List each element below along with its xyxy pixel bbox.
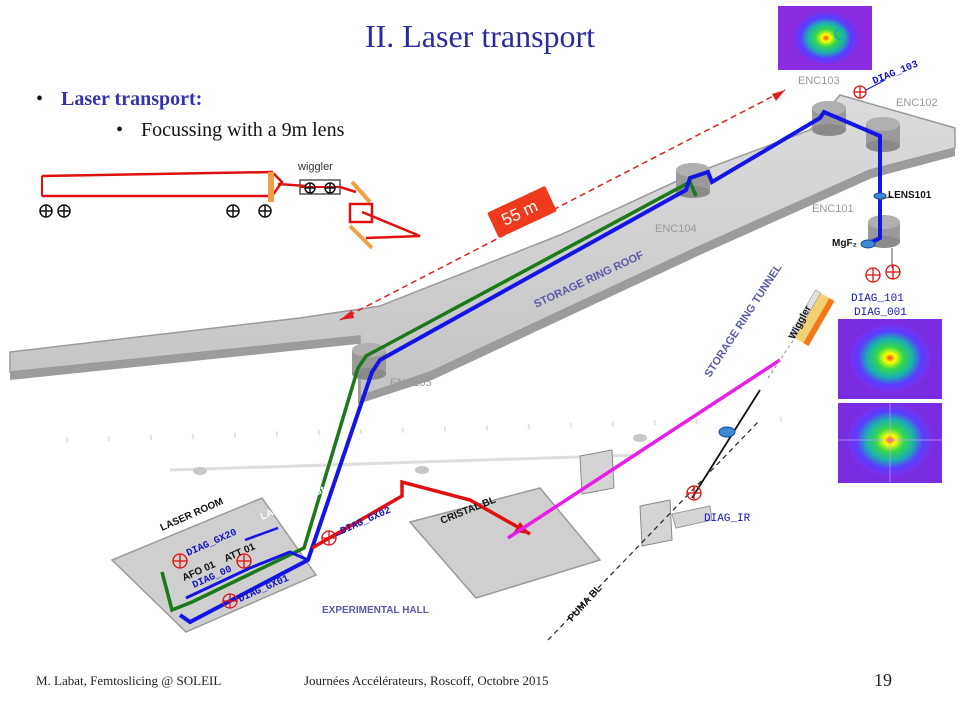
diag-001-label: DIAG_001 [854, 307, 907, 319]
experimental-hall-label: EXPERIMENTAL HALL [322, 605, 429, 616]
distance-arrow [339, 89, 786, 321]
beam-profile-diag-001-b [838, 403, 942, 483]
storage-ring-tunnel-label: STORAGE RING TUNNEL [702, 262, 784, 380]
diag-gx02-label: DIAG_GX02 [339, 506, 393, 538]
mgf2-window [860, 239, 876, 249]
shield-panel [579, 449, 615, 495]
blue-output-line [244, 526, 279, 542]
bullet-laser-transport: • Laser transport: [36, 88, 202, 111]
diag-001-marker [885, 264, 901, 280]
enc105-column [352, 343, 386, 380]
tunnel-marker [415, 466, 429, 474]
bullet-dot: • [36, 88, 44, 110]
diag-ir-platform [671, 505, 713, 529]
enc103-column [812, 101, 846, 136]
lens101-label: LENS101 [888, 190, 932, 201]
blue-laser-path [178, 109, 882, 625]
page-number: 19 [874, 670, 892, 690]
leader-line [879, 195, 893, 201]
enc102-label: ENC102 [896, 97, 938, 109]
footer-event: Journées Accélérateurs, Roscoff, Octobre… [304, 673, 549, 688]
red-laser-path [311, 479, 531, 550]
diag-gx20-marker [172, 553, 188, 569]
enc102-column [866, 117, 900, 152]
lens101-lens [873, 192, 887, 200]
inset-wiggler-label: wiggler [297, 161, 333, 173]
diag-103-label: DIAG_103 [871, 60, 920, 88]
enc101-label: ENC101 [812, 203, 854, 215]
bullet-dot: • [116, 119, 124, 141]
leader-line [335, 531, 346, 537]
enc104-label: ENC104 [655, 223, 697, 235]
tunnel-line-2 [169, 453, 641, 472]
beam-profile-enc103 [778, 6, 872, 70]
arrow-head [340, 310, 354, 320]
puma-line [547, 419, 761, 641]
bullet-laser-transport-text: Laser transport: [61, 88, 203, 110]
diag-gx01-marker [222, 593, 238, 609]
arrow-head [772, 90, 785, 101]
tunnel-marker [633, 434, 647, 442]
wiggler-device [789, 289, 835, 347]
diag-101-marker [865, 267, 881, 283]
tunnel-line [65, 415, 821, 443]
enc105-label: ENC105 [390, 377, 432, 389]
diag-103-marker [853, 85, 867, 99]
tunnel-marker [193, 467, 207, 475]
slide-title: II. Laser transport [364, 18, 596, 54]
focusing-schematic [39, 170, 421, 250]
beam-profile-diag-001 [838, 319, 942, 399]
distance-badge [487, 186, 557, 238]
mgf2-label: MgF₂ [832, 238, 857, 249]
diag-ir-marker [686, 485, 702, 501]
puma-bl-label: PUMA BL [566, 583, 604, 624]
leader-line [865, 79, 886, 91]
blue-laser-branch [185, 550, 309, 600]
diag-101-label: DIAG_101 [851, 293, 904, 305]
bullet-focussing: • Focussing with a 9m lens [116, 119, 344, 142]
magenta-laser-path [507, 358, 781, 540]
ir-lens [718, 426, 736, 438]
enc103-label: ENC103 [798, 75, 840, 87]
shield-panel [639, 499, 673, 547]
cristal-platform [408, 487, 602, 599]
bullet-focussing-text: Focussing with a 9m lens [141, 119, 345, 141]
floor-edge [10, 148, 955, 404]
diag-ir-label: DIAG_IR [704, 513, 751, 525]
green-laser-path [160, 179, 698, 613]
diag-gx02-marker [321, 530, 337, 546]
footer-author: M. Labat, Femtoslicing @ SOLEIL [36, 673, 222, 688]
diag-00-marker [236, 553, 252, 569]
ir-line [691, 389, 761, 499]
